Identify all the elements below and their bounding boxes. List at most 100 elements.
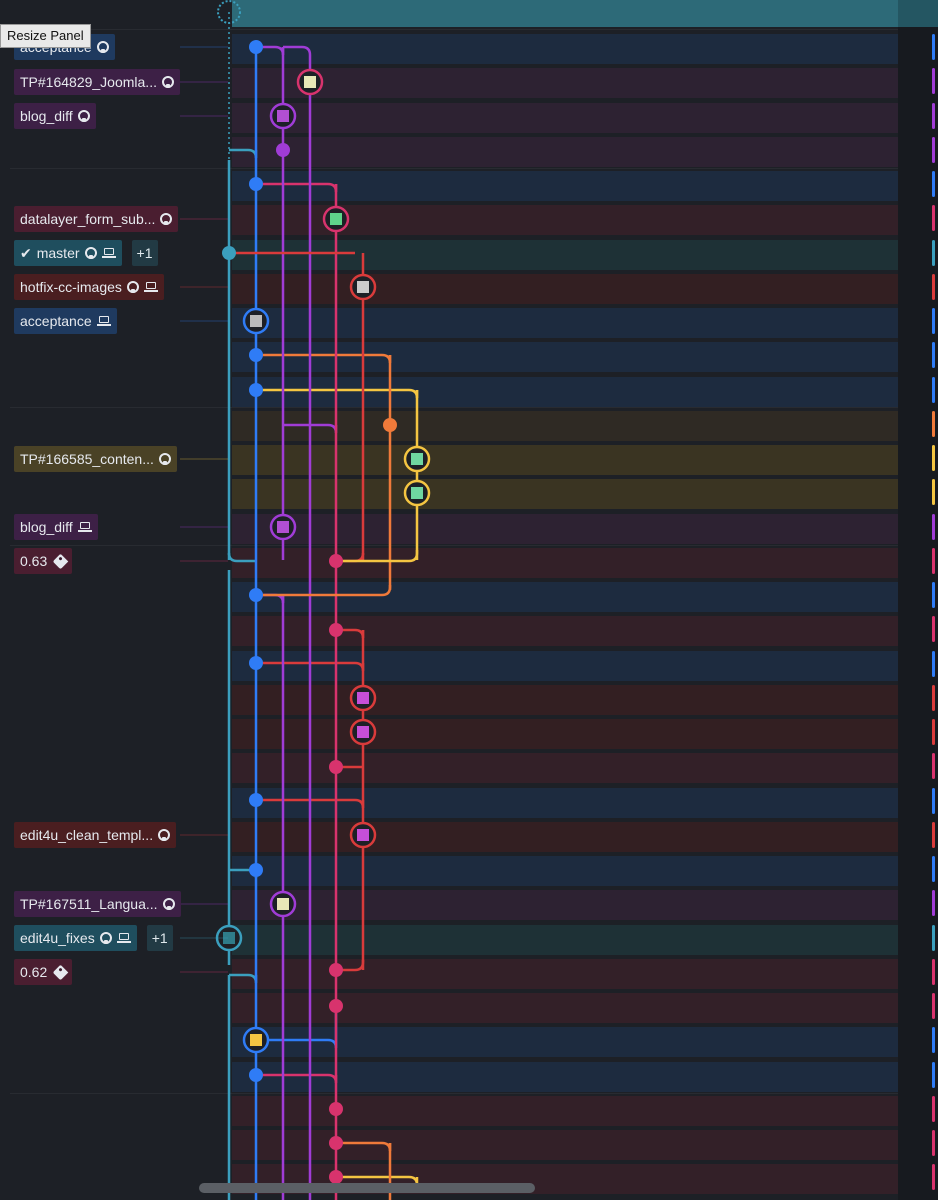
commit-row[interactable] xyxy=(232,273,898,304)
commit-row[interactable] xyxy=(232,34,898,64)
branch-label-text: blog_diff xyxy=(20,519,73,535)
row-color-tick xyxy=(932,1164,935,1191)
branch-label[interactable]: TP#167511_Langua... xyxy=(14,891,181,917)
commit-row[interactable] xyxy=(232,513,898,544)
commit-row[interactable] xyxy=(232,308,898,338)
row-separator xyxy=(10,545,898,546)
wip-row-band[interactable] xyxy=(232,0,938,27)
commit-row[interactable] xyxy=(232,856,898,886)
commit-row[interactable] xyxy=(232,719,898,749)
row-color-tick xyxy=(932,376,935,403)
commit-row[interactable] xyxy=(232,582,898,612)
branch-label-text: hotfix-cc-images xyxy=(20,279,122,295)
commit-dot xyxy=(249,1068,263,1082)
commit-row[interactable] xyxy=(232,410,898,441)
branch-label[interactable]: TP#164829_Joomla... xyxy=(14,69,180,95)
github-icon xyxy=(161,76,174,88)
commit-row[interactable] xyxy=(232,342,898,373)
github-icon xyxy=(99,932,112,944)
branch-label[interactable]: 0.62 xyxy=(14,959,73,985)
commit-row[interactable] xyxy=(232,1095,898,1126)
branch-label[interactable]: edit4u_fixes xyxy=(14,925,137,951)
row-color-tick xyxy=(932,171,935,197)
horizontal-scrollbar[interactable] xyxy=(199,1183,535,1193)
row-separator xyxy=(10,1093,898,1094)
branch-label-text: TP#166585_conten... xyxy=(20,451,154,467)
commit-dot xyxy=(329,1170,343,1184)
commit-dot xyxy=(249,40,263,54)
commit-row[interactable] xyxy=(232,1061,898,1092)
laptop-icon xyxy=(143,282,158,292)
commit-dot xyxy=(383,418,397,432)
branch-curve xyxy=(336,1141,392,1152)
commit-row[interactable] xyxy=(232,479,898,510)
branch-label[interactable]: hotfix-cc-images xyxy=(14,274,164,300)
row-color-tick xyxy=(932,1027,935,1054)
row-color-tick xyxy=(932,684,935,711)
avatar-glyph xyxy=(357,692,369,704)
commit-row[interactable] xyxy=(232,136,898,167)
branch-label[interactable]: blog_diff xyxy=(14,103,96,129)
commit-row[interactable] xyxy=(232,787,898,818)
row-color-tick xyxy=(932,890,935,917)
commit-row[interactable] xyxy=(232,171,898,201)
branch-label-text: master xyxy=(36,245,80,261)
commit-row[interactable] xyxy=(232,890,898,921)
commit-row[interactable] xyxy=(232,102,898,133)
branch-label-text: TP#164829_Joomla... xyxy=(20,74,157,90)
avatar-glyph xyxy=(357,726,369,738)
branch-label[interactable]: acceptance xyxy=(14,308,117,334)
check-icon: ✔ xyxy=(20,245,32,261)
row-separator xyxy=(10,29,898,30)
branch-label[interactable]: TP#166585_conten... xyxy=(14,446,177,472)
laptop-icon xyxy=(116,933,131,943)
laptop-icon xyxy=(77,522,92,532)
commit-dot xyxy=(249,383,263,397)
commit-row[interactable] xyxy=(232,1130,898,1160)
row-color-tick xyxy=(932,547,935,574)
more-refs-badge[interactable]: +1 xyxy=(146,925,173,951)
commit-row[interactable] xyxy=(232,821,898,852)
branch-label-text: TP#167511_Langua... xyxy=(20,896,158,912)
right-column-strip xyxy=(898,0,938,1200)
merge-curve xyxy=(227,552,256,563)
branch-label-text: 0.62 xyxy=(20,964,48,980)
branch-curve xyxy=(256,1073,338,1084)
branch-label[interactable]: blog_diff xyxy=(14,514,98,540)
avatar-glyph xyxy=(223,932,235,944)
commit-row[interactable] xyxy=(232,547,898,578)
row-color-tick xyxy=(932,445,935,471)
commit-row[interactable] xyxy=(232,993,898,1023)
commit-row[interactable] xyxy=(232,650,898,681)
branch-label[interactable]: 0.63 xyxy=(14,548,73,574)
commit-dot xyxy=(329,1136,343,1150)
avatar-glyph xyxy=(357,281,369,293)
commit-row[interactable] xyxy=(232,376,898,407)
commit-dot xyxy=(249,863,263,877)
commit-row[interactable] xyxy=(232,239,898,270)
row-color-tick xyxy=(932,410,935,437)
branch-label[interactable]: ✔master xyxy=(14,240,122,266)
row-color-tick xyxy=(932,34,935,60)
branch-label-text: edit4u_clean_templ... xyxy=(20,827,154,843)
commit-row[interactable] xyxy=(232,68,898,99)
commit-row[interactable] xyxy=(232,445,898,475)
row-color-tick xyxy=(932,1130,935,1156)
commit-dot xyxy=(222,246,236,260)
branch-label[interactable]: datalayer_form_sub... xyxy=(14,206,179,232)
row-separator xyxy=(10,168,898,169)
commit-row[interactable] xyxy=(232,1027,898,1058)
commit-row[interactable] xyxy=(232,684,898,715)
commit-row[interactable] xyxy=(232,958,898,989)
tag-icon xyxy=(52,964,69,980)
more-refs-badge[interactable]: +1 xyxy=(131,240,158,266)
commit-dot xyxy=(249,588,263,602)
branch-curve xyxy=(229,148,258,159)
resize-panel-tooltip: Resize Panel xyxy=(0,24,91,48)
branch-label[interactable]: edit4u_clean_templ... xyxy=(14,822,177,848)
avatar-glyph xyxy=(411,453,423,465)
row-color-tick xyxy=(932,68,935,95)
avatar-glyph xyxy=(330,213,342,225)
github-icon xyxy=(160,213,173,225)
commit-row[interactable] xyxy=(232,924,898,955)
